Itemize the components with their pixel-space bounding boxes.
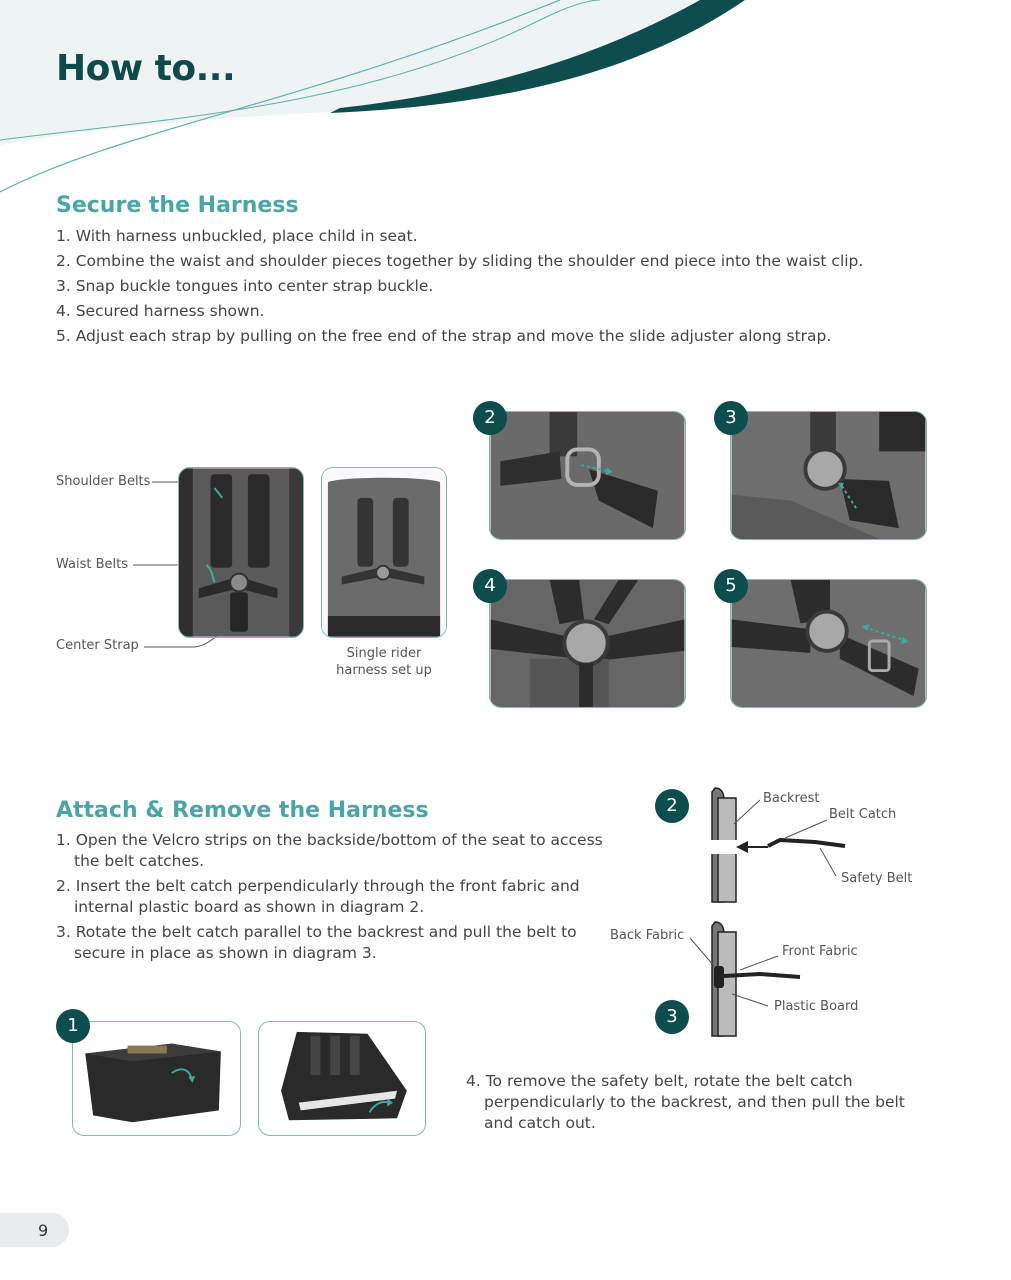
- belt-catch-label: Belt Catch: [829, 807, 897, 822]
- secure-step-2: 2. Combine the waist and shoulder pieces…: [56, 252, 864, 270]
- secure-step-4: 4. Secured harness shown.: [56, 302, 265, 320]
- harness-overview-photo: [178, 467, 304, 638]
- safety-belt-label: Safety Belt: [841, 871, 913, 886]
- header-wave-decoration: [0, 0, 745, 193]
- seat-backside-photo: [72, 1021, 241, 1136]
- page-title: How to...: [56, 48, 236, 89]
- attach-steps-list: 1. Open the Velcro strips on the backsid…: [56, 830, 616, 968]
- attach-step-3-line2: secure in place as shown in diagram 3.: [74, 944, 377, 962]
- step-4-photo: [489, 579, 686, 708]
- attach-step-3: 3. Rotate the belt catch parallel to the…: [56, 922, 616, 964]
- center-strap-label: Center Strap: [56, 638, 139, 653]
- shoulder-belts-label: Shoulder Belts: [56, 474, 151, 489]
- single-rider-caption-line1: Single rider: [346, 646, 422, 661]
- belt-catch-diagrams: [689, 787, 846, 1037]
- page-number: 9: [38, 1221, 49, 1240]
- attach-step-2-line2: internal plastic board as shown in diagr…: [74, 898, 425, 916]
- attach-harness-title: Attach & Remove the Harness: [56, 798, 429, 823]
- diagram-2-badge: 2: [655, 789, 689, 823]
- waist-belts-label: Waist Belts: [56, 557, 129, 572]
- single-rider-caption: Single rider harness set up: [320, 645, 448, 679]
- step-4-badge: 4: [473, 569, 507, 603]
- front-fabric-label: Front Fabric: [782, 944, 858, 959]
- step-2-photo: [489, 411, 686, 540]
- step-3-badge: 3: [714, 401, 748, 435]
- secure-step-5: 5. Adjust each strap by pulling on the f…: [56, 327, 832, 345]
- attach-step-4: 4. To remove the safety belt, rotate the…: [466, 1072, 905, 1132]
- secure-step-3: 3. Snap buckle tongues into center strap…: [56, 277, 434, 295]
- secure-step-1: 1. With harness unbuckled, place child i…: [56, 227, 418, 245]
- step-3-photo: [730, 411, 927, 540]
- step-5-photo: [730, 579, 927, 708]
- single-rider-photo: [321, 467, 447, 638]
- attach-step-1-badge: 1: [56, 1009, 90, 1043]
- attach-step-3-line1: 3. Rotate the belt catch parallel to the…: [56, 923, 577, 941]
- single-rider-caption-line2: harness set up: [336, 663, 432, 678]
- backrest-label: Backrest: [763, 791, 820, 806]
- secure-steps-list: 1. With harness unbuckled, place child i…: [56, 226, 956, 351]
- step-2-badge: 2: [473, 401, 507, 435]
- attach-step-1-line2: the belt catches.: [74, 852, 205, 870]
- attach-step-2-line1: 2. Insert the belt catch perpendicularly…: [56, 877, 580, 895]
- diagram-3-badge: 3: [655, 1000, 689, 1034]
- page-number-tab: [0, 1213, 69, 1247]
- seat-bottom-photo: [258, 1021, 426, 1136]
- attach-step-1-line1: 1. Open the Velcro strips on the backsid…: [56, 831, 603, 849]
- attach-step-2: 2. Insert the belt catch perpendicularly…: [56, 876, 616, 918]
- back-fabric-label: Back Fabric: [610, 928, 685, 943]
- secure-harness-title: Secure the Harness: [56, 193, 299, 218]
- plastic-board-label: Plastic Board: [774, 999, 859, 1014]
- attach-step-1: 1. Open the Velcro strips on the backsid…: [56, 830, 616, 872]
- step-5-badge: 5: [714, 569, 748, 603]
